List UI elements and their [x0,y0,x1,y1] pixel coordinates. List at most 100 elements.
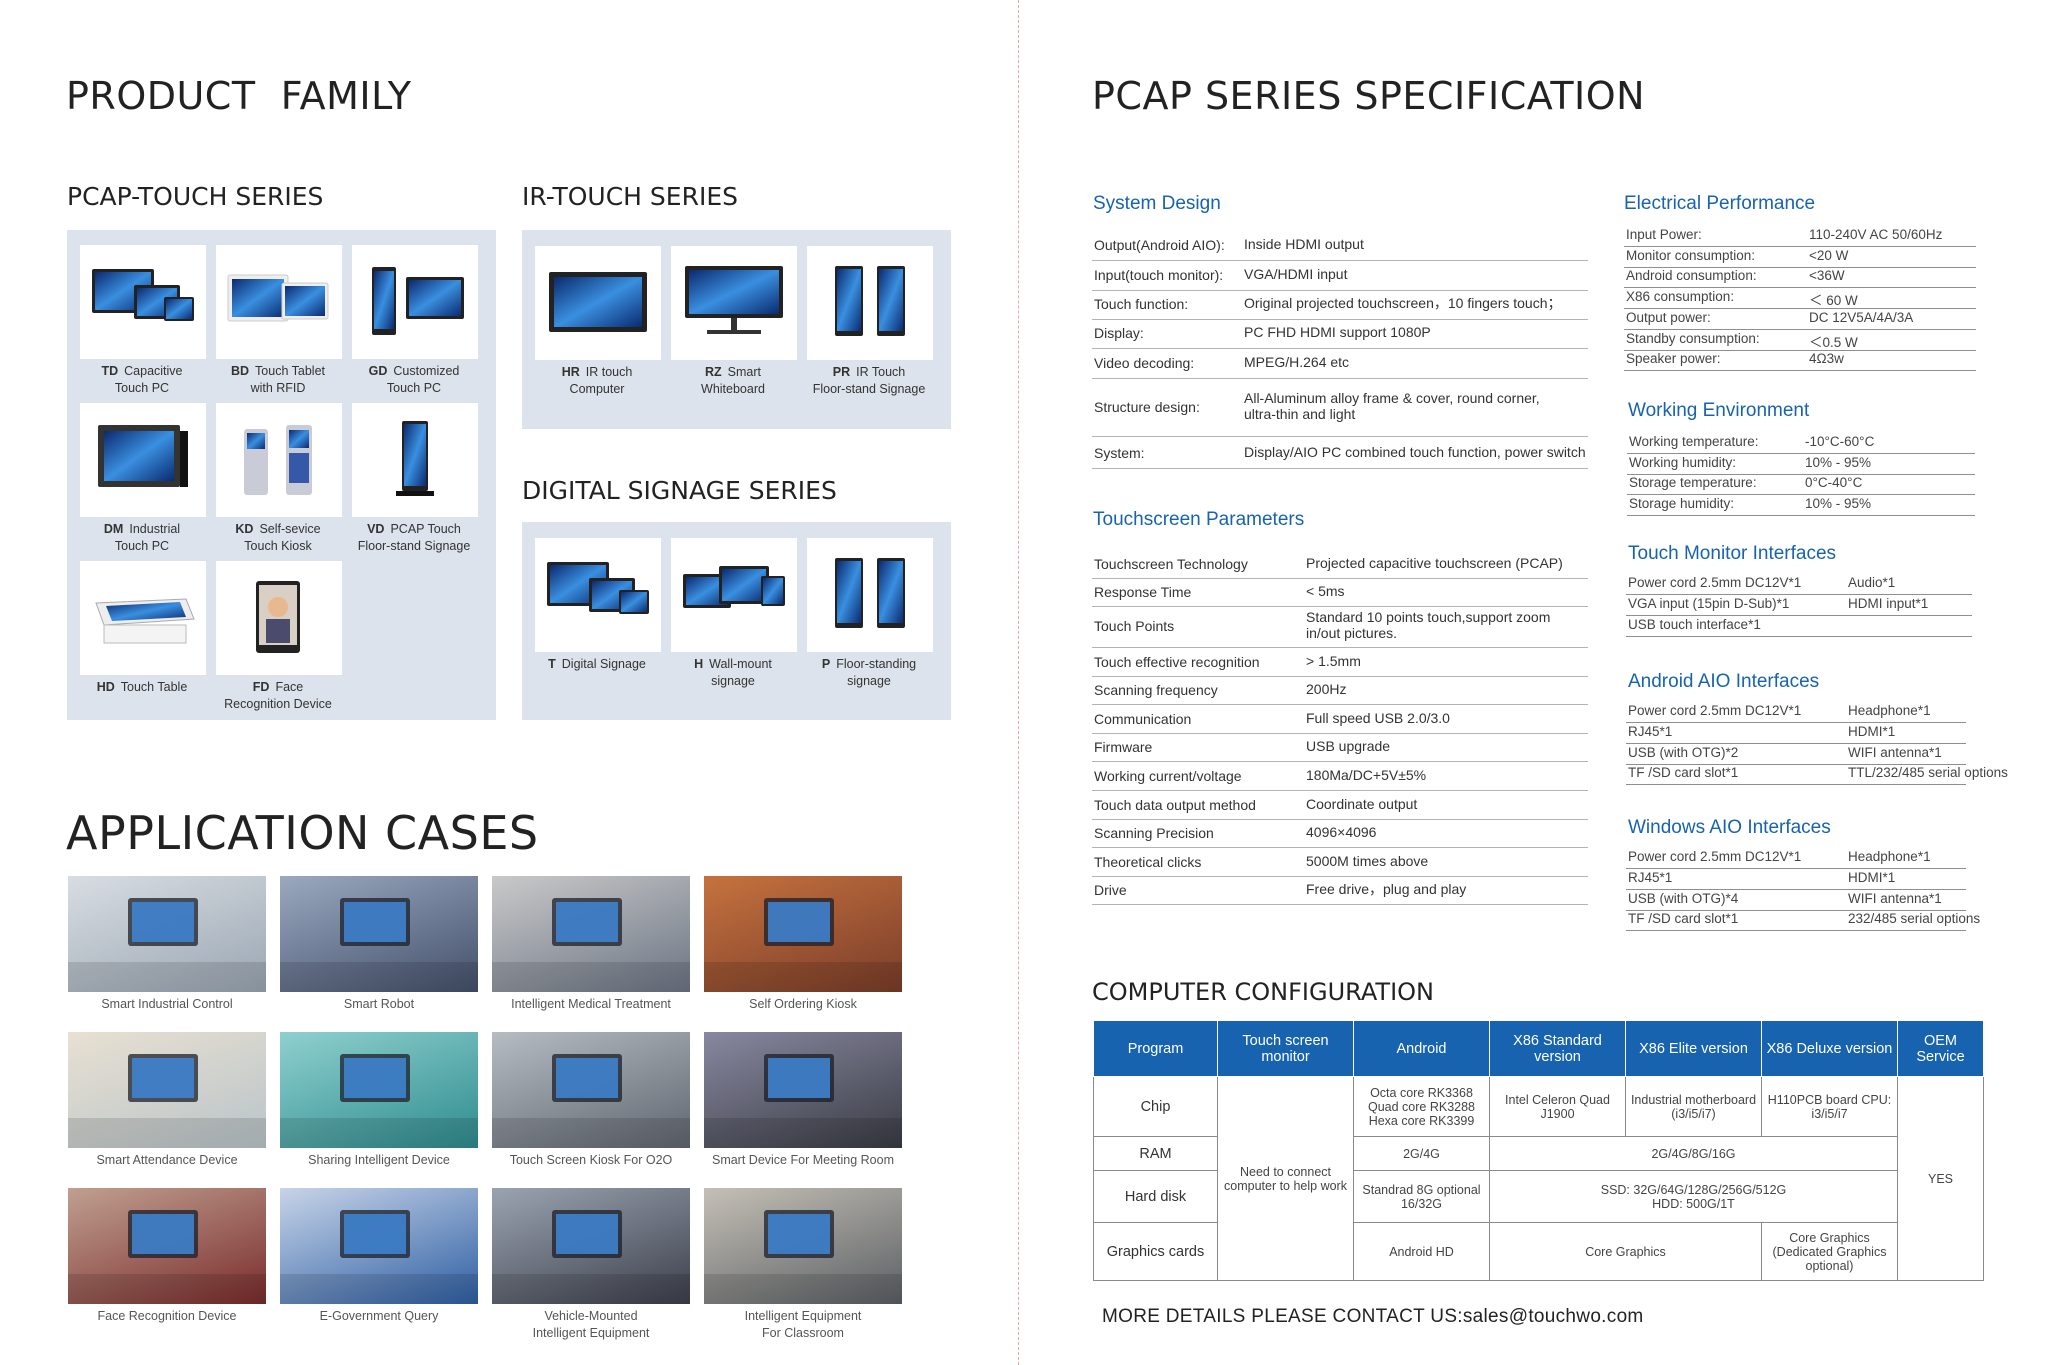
spec-value: ＜0.5 W [1809,334,1858,350]
spec-value-line1: VGA/HDMI input [1244,266,1348,282]
interface-b: HDMI input*1 [1848,595,1929,611]
cfg-monitor-note: Need to connect computer to help work [1217,1076,1354,1281]
spec-key: Touch function: [1094,296,1189,312]
spec-value: <20 W [1809,247,1849,263]
spec-row: Speaker power:4Ω3w [1624,350,1976,372]
cfg-cell: Industrial motherboard (i3/i5/i7) [1625,1076,1762,1137]
spec-value-line1: > 1.5mm [1306,652,1361,669]
product-image [362,421,468,497]
product-name: Industrial [129,522,181,536]
spec-key: Display: [1094,325,1144,341]
spec-key: Output power: [1626,309,1711,325]
spec-value: < 5ms [1306,583,1345,599]
application-caption: Face Recognition Device [62,1308,272,1325]
spec-row: Input(touch monitor): VGA/HDMI input [1092,262,1588,291]
cfg-header: X86 Deluxe version [1761,1020,1898,1077]
system-design-title: System Design [1093,193,1221,214]
spec-row: Standby consumption:＜0.5 W [1624,330,1976,351]
spec-value-line1: < 5ms [1306,583,1345,599]
product-name: Capacitive [124,364,183,378]
interface-b: HDMI*1 [1848,869,1896,885]
product-thumbnail [352,403,478,517]
spec-value-line1: Standard 10 points touch,support zoom [1306,609,1551,625]
application-caption: Sharing Intelligent Device [274,1152,484,1169]
cfg-header: Program [1093,1020,1218,1077]
product-thumbnail [352,245,478,359]
spec-value-line1: 4096×4096 [1306,823,1377,840]
application-caption: E-Government Query [274,1308,484,1325]
spec-key: Drive [1094,881,1127,898]
product-code: RZ [704,365,722,379]
product-caption-line2: Floor-stand Signage [357,539,471,553]
spec-value-line2: ultra-thin and light [1244,406,1356,422]
application-caption-line2: For Classroom [762,1326,844,1340]
application-photo [704,1188,902,1304]
product-name: PCAP Touch [390,522,461,536]
spec-value-line1: Original projected touchscreen，10 finger… [1244,295,1562,311]
product-image [681,556,787,632]
spec-value: Display/AIO PC combined touch function, … [1244,444,1586,460]
interface-row: USB touch interface*1 [1626,616,1972,637]
spec-key: Response Time [1094,584,1192,600]
product-code: KD [235,522,254,536]
spec-key: Working current/voltage [1094,767,1242,784]
application-caption-line1: Intelligent Equipment [744,1309,862,1323]
spec-value-line1: Free drive，plug and play [1306,880,1467,897]
spec-value: 200Hz [1306,681,1346,697]
product-caption-line2: Touch PC [386,381,442,395]
product-caption-line2: Touch Kiosk [244,539,312,553]
spec-key: Storage temperature: [1629,475,1757,491]
cfg-row-label: RAM [1093,1136,1218,1171]
spec-value: 0°C-40°C [1805,475,1863,491]
spec-key: Input(touch monitor): [1094,267,1224,283]
spec-value: ＜ 60 W [1809,293,1858,309]
computer-config-title: COMPUTER CONFIGURATION [1092,978,1435,1006]
spec-value-line1: Inside HDMI output [1244,236,1364,252]
spec-value: MPEG/H.264 etc [1244,354,1349,370]
product-code: TD [101,364,119,378]
application-caption: Smart Device For Meeting Room [698,1152,908,1169]
interface-a: USB (with OTG)*2 [1628,744,1739,760]
spec-row: Drive Free drive，plug and play [1092,877,1588,905]
product-image [90,579,196,655]
spec-value: VGA/HDMI input [1244,266,1347,282]
spec-value-line1: 180Ma/DC+5V±5% [1306,766,1427,783]
spec-value: <36W [1809,268,1845,284]
product-thumbnail [216,561,342,675]
spec-row: Monitor consumption:<20 W [1624,247,1976,268]
product-image [90,421,196,497]
application-photo [704,876,902,992]
page-fold-divider [1018,0,1019,1365]
spec-value: 10% - 95% [1805,496,1872,512]
spec-row: Android consumption: <36W [1624,267,1976,289]
spec-row: Touch effective recognition> 1.5mm [1092,649,1588,677]
spec-row: Output power:DC 12V5A/4A/3A [1624,309,1976,330]
spec-key: Touch Points [1094,618,1175,634]
spec-value: USB upgrade [1306,738,1390,754]
cfg-cell: Octa core RK3368 Quad core RK3288 Hexa c… [1353,1076,1490,1137]
interface-a: USB touch interface*1 [1628,616,1761,632]
spec-key: Working temperature: [1629,434,1759,449]
application-caption: Smart Attendance Device [62,1152,272,1169]
spec-key: Android consumption: [1626,268,1757,284]
product-code: T [548,657,556,671]
product-code: P [821,657,831,671]
spec-row: Storage temperature: 0°C-40°C [1627,474,1975,496]
spec-value: > 1.5mm [1306,653,1361,669]
spec-row: Display:PC FHD HDMI support 1080P [1092,320,1588,349]
